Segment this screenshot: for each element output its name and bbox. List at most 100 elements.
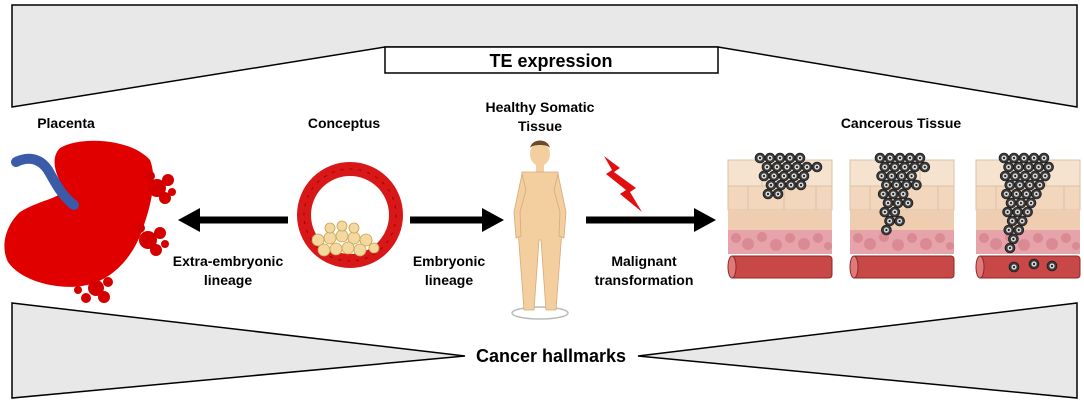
cancer-hallmarks-label: Cancer hallmarks: [476, 346, 626, 366]
tumor-cell: [1000, 188, 1012, 200]
tumor-cell: [884, 215, 896, 227]
tumor-cell: [771, 161, 783, 173]
tumor-cell: [758, 170, 770, 182]
tumor-cell: [811, 161, 823, 173]
arrow-to-cancerous-tissue: [586, 208, 716, 232]
te-expression-banner: TE expression: [11, 4, 1078, 108]
tumor-cell: [1030, 188, 1042, 200]
tumor-cell: [874, 152, 886, 164]
tumor-cell: [889, 206, 901, 218]
conceptus-icon: [297, 162, 403, 268]
tumor-cell: [1005, 197, 1017, 209]
tumor-cell: [1006, 215, 1018, 227]
tumor-cell: [1038, 152, 1050, 164]
tumor-cell: [798, 170, 810, 182]
healthy-tissue-label-line1: Healthy Somatic: [486, 99, 595, 115]
tumor-cell: [762, 188, 774, 200]
tumor-cell: [887, 188, 899, 200]
tumor-cell: [900, 179, 912, 191]
tumor-cell: [897, 188, 909, 200]
tumor-cell: [1046, 260, 1058, 272]
tumor-cell: [1003, 161, 1015, 173]
tumor-cell: [1022, 206, 1034, 218]
tumor-cell: [889, 161, 901, 173]
arrow-to-healthy-tissue: [410, 208, 504, 232]
tumor-cell: [999, 170, 1011, 182]
lightning-bolt-icon: [604, 156, 642, 212]
tumor-cell: [877, 188, 889, 200]
tumor-cell: [801, 161, 813, 173]
tumor-cell: [919, 161, 931, 173]
tumor-cell: [781, 161, 793, 173]
tumor-cell: [892, 197, 904, 209]
tumor-cell: [886, 170, 898, 182]
tumor-cell: [1015, 197, 1027, 209]
tumor-cell: [795, 179, 807, 191]
tumor-cell: [772, 188, 784, 200]
tumor-cell: [1018, 152, 1030, 164]
tumor-cell: [791, 161, 803, 173]
tumor-cell: [794, 152, 806, 164]
tumor-cell: [1020, 188, 1032, 200]
tumor-cell: [1002, 206, 1014, 218]
healthy-tissue-label-line2: Tissue: [518, 118, 562, 134]
tumor-cell: [1028, 152, 1040, 164]
tumor-cell: [768, 170, 780, 182]
embryonic-label-line1: Embryonic: [413, 253, 486, 269]
tumor-cell: [1024, 179, 1036, 191]
conceptus-label: Conceptus: [308, 115, 381, 131]
tumor-cell: [774, 152, 786, 164]
tumor-cell: [890, 179, 902, 191]
tumor-cell: [879, 161, 891, 173]
tumor-cell: [1014, 179, 1026, 191]
tumor-cell: [788, 170, 800, 182]
tumor-cell: [1007, 233, 1019, 245]
human-figure-icon: [511, 140, 569, 320]
tumor-cell: [1004, 242, 1016, 254]
extra-embryonic-label-line2: lineage: [204, 272, 252, 288]
placenta-icon: [4, 140, 176, 303]
tumor-cell: [1013, 161, 1025, 173]
tumor-cell: [909, 161, 921, 173]
tumor-cell: [906, 170, 918, 182]
tumor-cell: [1025, 197, 1037, 209]
tumor-cell: [1008, 261, 1020, 273]
tumor-cell: [1009, 170, 1021, 182]
tumor-cell: [1033, 161, 1045, 173]
embryonic-label-line2: lineage: [425, 272, 473, 288]
tumor-cell: [1023, 161, 1035, 173]
tumor-cell: [914, 152, 926, 164]
extra-embryonic-label-line1: Extra-embryonic: [173, 253, 284, 269]
tumor-cell: [1010, 188, 1022, 200]
tumor-cell: [784, 152, 796, 164]
tumor-cell: [894, 215, 906, 227]
tumor-cell: [1019, 170, 1031, 182]
tumor-cell: [884, 152, 896, 164]
tumor-cell: [754, 152, 766, 164]
malignant-label-line1: Malignant: [611, 253, 677, 269]
malignant-label-line2: transformation: [595, 272, 694, 288]
tumor-cell: [1034, 179, 1046, 191]
tumor-cell: [1004, 179, 1016, 191]
tumor-cell: [902, 197, 914, 209]
tumor-cell: [1008, 152, 1020, 164]
placenta-label: Placenta: [37, 115, 95, 131]
tumor-cell: [876, 170, 888, 182]
tumor-cell: [761, 161, 773, 173]
tumor-cell: [1029, 170, 1041, 182]
tumor-cell: [765, 179, 777, 191]
te-expression-label: TE expression: [489, 51, 612, 71]
tumor-cell: [775, 179, 787, 191]
tumor-cell: [1013, 224, 1025, 236]
arrow-to-placenta: [178, 208, 288, 232]
tumor-cell: [1016, 215, 1028, 227]
tumor-cell: [879, 206, 891, 218]
tumor-cell: [1043, 161, 1055, 173]
tumor-cell: [880, 179, 892, 191]
tumor-cell: [880, 224, 892, 236]
tumor-cell: [1003, 224, 1015, 236]
tumor-cell: [904, 152, 916, 164]
tumor-tissue-icon: [727, 152, 1081, 279]
tumor-cell: [882, 197, 894, 209]
